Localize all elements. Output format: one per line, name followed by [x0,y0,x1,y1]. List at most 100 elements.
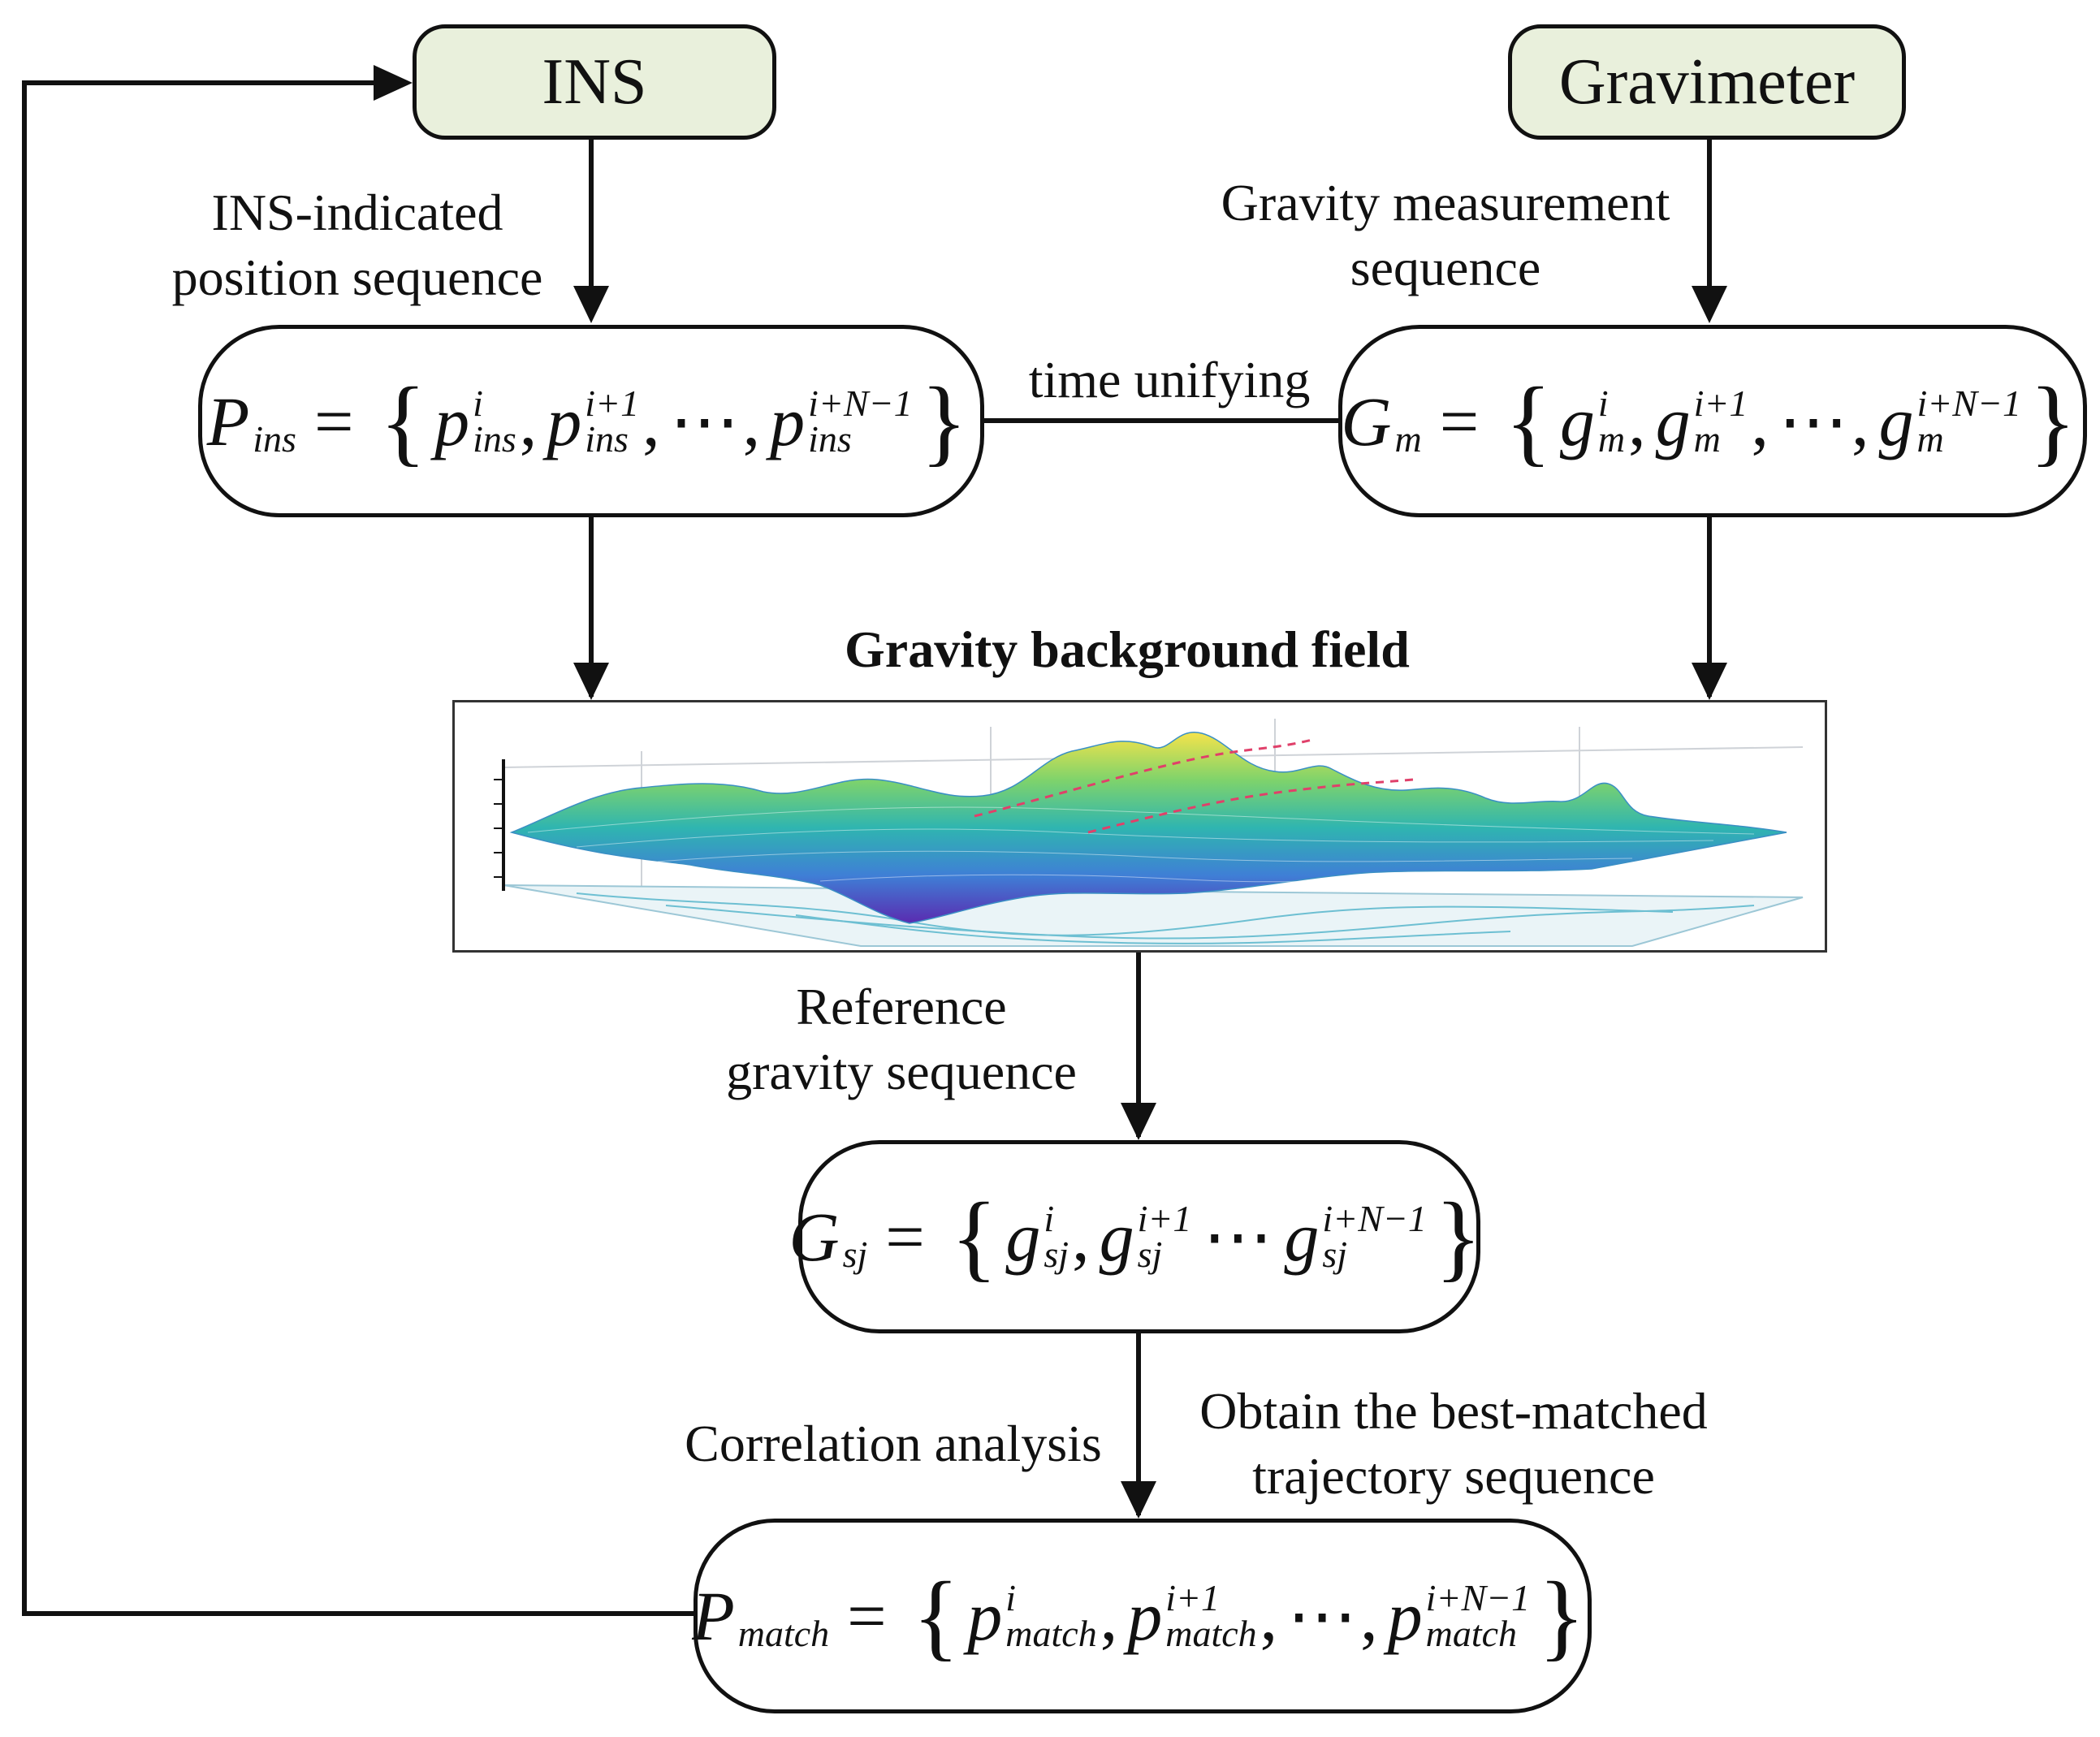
eq-sup: i [1005,1577,1017,1619]
equals-sign: = [885,1198,925,1276]
ellipsis: ⋯ [669,382,740,460]
gravity-surface-plot [494,719,1804,947]
eq-symbol: P [206,382,250,460]
comma: , [1260,1577,1278,1655]
ins-node-label: INS [542,45,647,118]
eq-sub: ins [808,417,852,460]
eq-sub: sj [1322,1234,1348,1275]
arrow-gsj-to-pmatch-head [1121,1481,1156,1519]
eq-sup: i+1 [1165,1577,1221,1619]
eq-sub: match [1165,1613,1257,1654]
eq-symbol: P [692,1577,735,1655]
contour-lines [576,892,1755,944]
gravity-sequence-label-line2: sequence [1350,239,1541,296]
gravity-field-title: Gravity background field [845,620,1410,678]
eq-symbol: G [789,1198,840,1276]
eq-sub: sj [1044,1234,1069,1275]
brace-open: { [912,1562,960,1670]
ins-sequence-label-line1: INS-indicated [211,184,503,241]
comma: , [1072,1198,1090,1276]
correlation-analysis-text: Correlation analysis [685,1415,1102,1472]
brace-open: { [1505,366,1552,475]
brace-close: } [1538,1562,1585,1670]
eq-sup: i+1 [585,382,640,424]
best-matched-label: Obtain the best-matched trajectory seque… [1169,1379,1738,1509]
time-unifying-label: time unifying [1007,348,1332,413]
eq-elem: p [770,382,806,460]
equals-sign: = [1439,382,1480,460]
eq-elem: p [1387,1577,1423,1655]
reference-gravity-label: Reference gravity sequence [682,974,1121,1104]
reference-gravity-label-line2: gravity sequence [726,1043,1077,1100]
surface-mesh [527,806,1755,883]
arrow-pins-to-field-head [573,663,609,700]
correlation-analysis-label: Correlation analysis [666,1411,1121,1476]
eq-sub: sj [1137,1234,1163,1275]
z-axis-ticks [494,779,503,878]
eq-elem: p [547,382,582,460]
ellipsis: ⋯ [1203,1198,1273,1276]
brace-close: } [920,366,968,475]
eq-sub: ins [585,417,629,460]
eq-sup: i+1 [1137,1198,1192,1240]
eq-symbol-sub: match [737,1613,830,1654]
gravity-background-field-image [452,700,1827,953]
time-unifying-text: time unifying [1028,351,1311,408]
eq-elem: p [967,1577,1003,1655]
eq-sub: match [1425,1613,1518,1654]
eq-sup: i [1044,1198,1055,1240]
gravity-surface [509,731,1787,924]
reference-gravity-label-line1: Reference [796,978,1007,1035]
feedback-loop [22,80,694,1616]
contour-plane [503,884,1804,947]
comma: , [742,382,761,460]
eq-elem: g [1284,1198,1320,1276]
arrow-gm-to-field-head [1692,663,1727,700]
eq-symbol-sub: m [1394,417,1422,460]
comma: , [1360,1577,1378,1655]
eq-sub: ins [473,417,516,460]
gravity-sequence-label-line1: Gravity measurement [1221,174,1670,231]
eq-elem: g [1878,382,1914,460]
comma: , [519,382,538,460]
brace-open: { [379,366,427,475]
gravity-sequence-label: Gravity measurement sequence [1186,171,1705,300]
eq-sub: m [1916,417,1944,460]
eq-sup: i+N−1 [1425,1577,1531,1619]
comma: , [1851,382,1869,460]
eq-elem: g [1559,382,1595,460]
eq-elem: g [1005,1198,1041,1276]
ins-sequence-label: INS-indicated position sequence [154,180,560,310]
eq-sup: i+N−1 [808,382,913,424]
arrow-field-to-gsj-head [1121,1103,1156,1140]
eq-sub: m [1597,417,1626,460]
gravimeter-node-label: Gravimeter [1558,45,1856,118]
best-matched-label-line1: Obtain the best-matched [1199,1382,1708,1440]
eq-sup: i+N−1 [1322,1198,1427,1240]
arrow-ins-to-pins-head [573,286,609,323]
ins-node: INS [413,24,776,140]
feedback-loop-head [374,65,413,101]
eq-elem: g [1655,382,1691,460]
trajectory-line-2 [1087,778,1414,834]
eq-sup: i [1597,382,1609,424]
eq-sup: i+N−1 [1916,382,2021,424]
equals-sign: = [313,382,354,460]
eq-elem: p [1127,1577,1163,1655]
brace-close: } [2029,366,2076,475]
gravimeter-node: Gravimeter [1508,24,1906,140]
eq-sub: match [1005,1613,1097,1654]
brace-open: { [950,1182,998,1290]
equals-sign: = [847,1577,887,1655]
comma: , [1100,1577,1118,1655]
eq-symbol-sub: sj [842,1234,868,1275]
comma: , [1751,382,1769,460]
